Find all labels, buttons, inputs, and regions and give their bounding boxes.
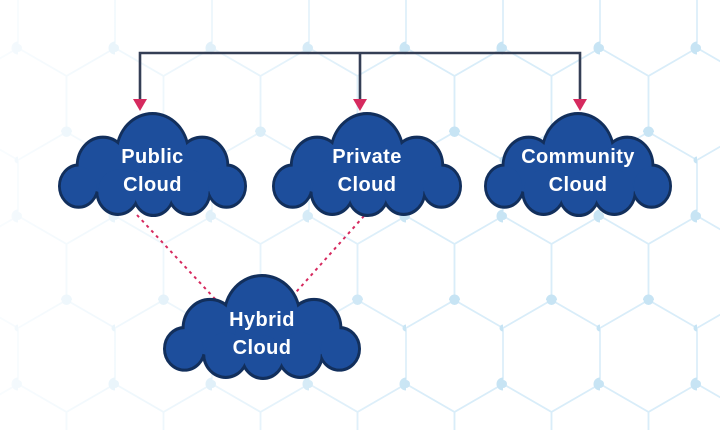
cloud-label-line: Community [521, 146, 635, 168]
arrowhead-icon [353, 99, 367, 111]
cloud-label-line: Cloud [123, 174, 182, 196]
tree-connector-line [138, 51, 582, 100]
cloud-label-hybrid: Hybrid Cloud [163, 274, 361, 380]
arrowhead-icon [133, 99, 147, 111]
node-private-cloud: Private Cloud [272, 112, 462, 217]
node-public-cloud: Public Cloud [58, 112, 247, 217]
cloud-label-line: Hybrid [229, 308, 295, 331]
cloud-label-line: Cloud [232, 336, 292, 359]
node-hybrid-cloud: Hybrid Cloud [163, 274, 361, 380]
cloud-label-private: Private Cloud [272, 112, 462, 217]
cloud-label-community: Community Cloud [484, 112, 672, 217]
cloud-label-line: Cloud [337, 174, 397, 196]
cloud-label-line: Public [121, 146, 184, 168]
arrowhead-icon [573, 99, 587, 111]
node-community-cloud: Community Cloud [484, 112, 672, 217]
cloud-label-line: Private [332, 146, 402, 168]
cloud-label-line: Cloud [548, 174, 608, 196]
cloud-label-public: Public Cloud [58, 112, 247, 217]
